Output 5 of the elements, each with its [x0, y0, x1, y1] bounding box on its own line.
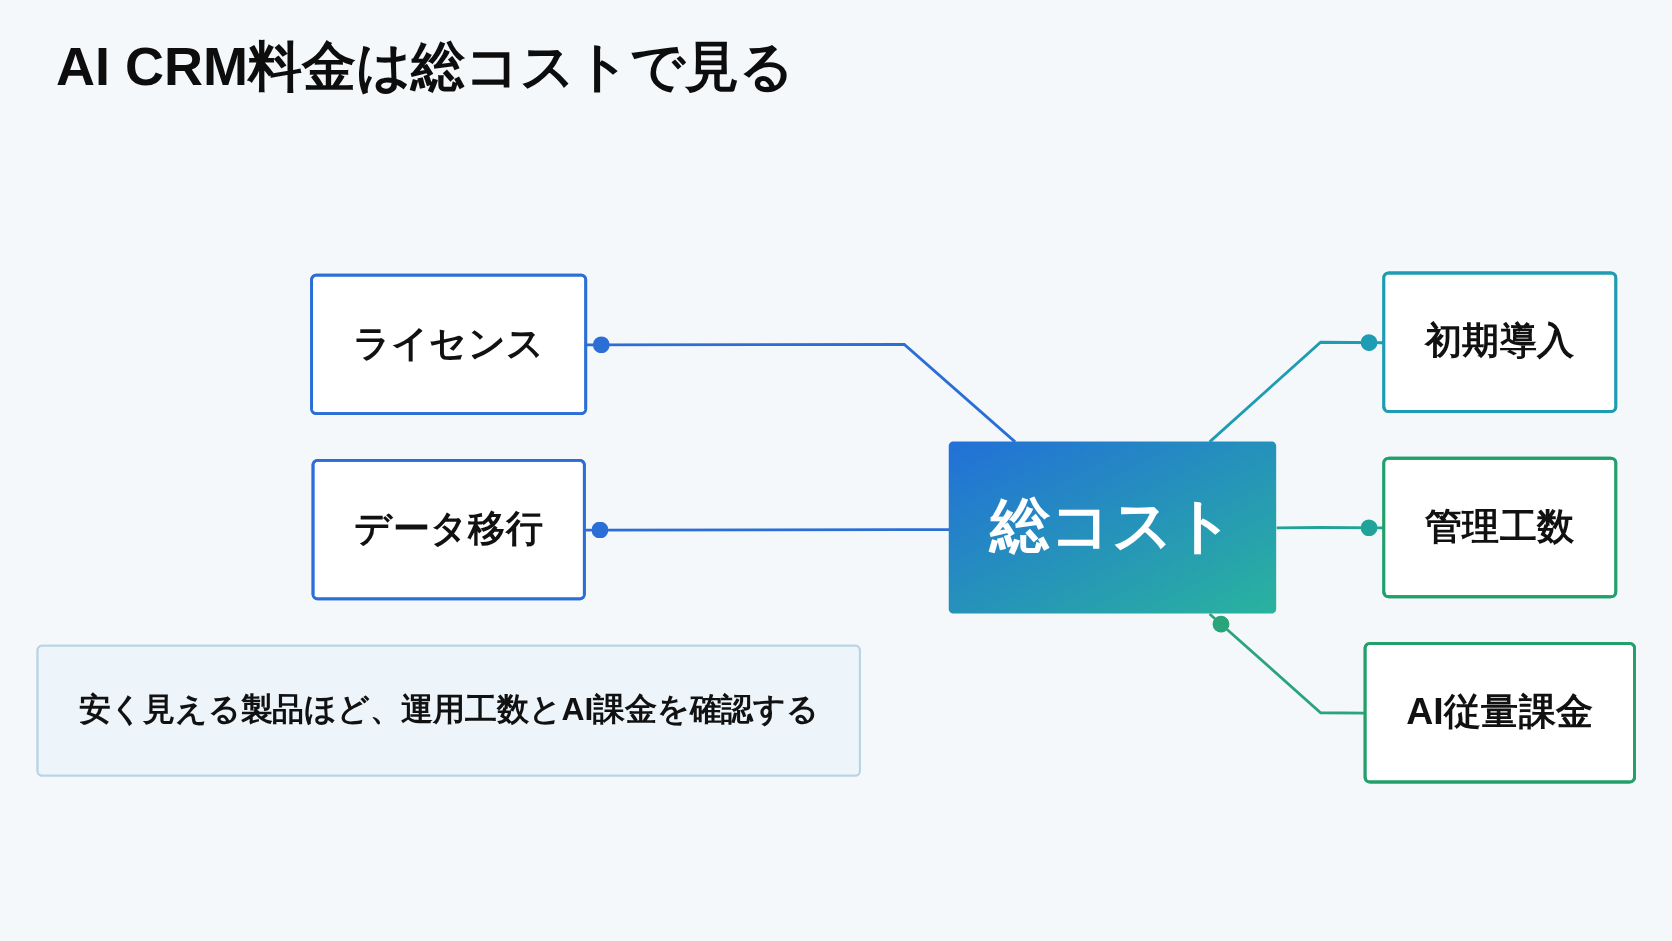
connector — [586, 336, 1017, 443]
title: AI CRM料金は総コストで見る — [56, 35, 794, 98]
node-box: 総コスト — [948, 441, 1277, 614]
connector — [584, 521, 950, 539]
connector — [1208, 613, 1366, 715]
